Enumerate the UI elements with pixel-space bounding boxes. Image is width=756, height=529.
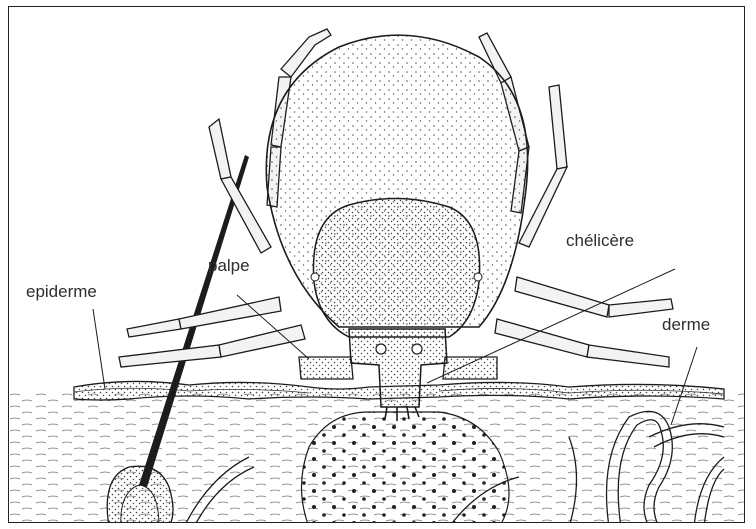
tick-scutum — [311, 198, 482, 337]
diagram-frame — [8, 6, 745, 523]
tick-illustration — [9, 7, 745, 523]
label-epiderme: epiderme — [26, 283, 97, 300]
label-palpe: palpe — [208, 257, 250, 274]
feeding-lesion — [302, 412, 510, 523]
label-derme: derme — [662, 316, 710, 333]
epiderme-leader — [93, 309, 105, 389]
label-chelicere: chélicère — [566, 232, 634, 249]
